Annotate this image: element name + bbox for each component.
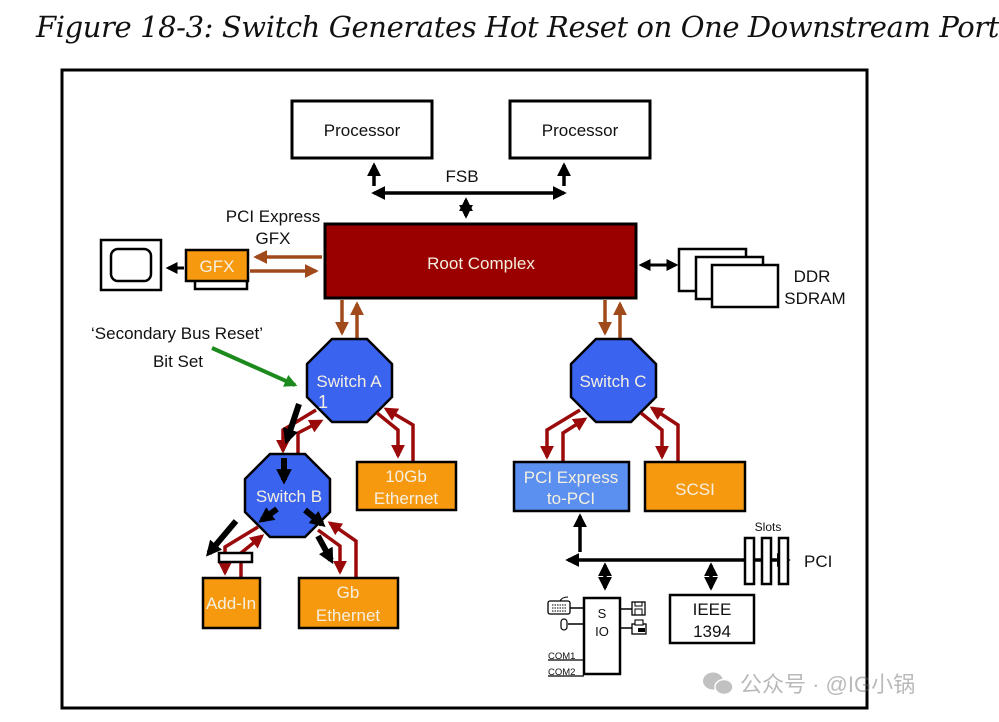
link-switch-a-to-switch-b: [276, 408, 317, 454]
hot-reset-arrow-to-add-in: [205, 519, 239, 557]
switch-a: Switch A 1: [305, 337, 394, 424]
scsi-controller: SCSI: [643, 460, 747, 513]
fsb-bus: FSB: [367, 162, 571, 219]
watermark-text: 公众号 · @IG小锅: [740, 672, 915, 697]
ieee-label-line2: 1394: [693, 622, 731, 641]
super-io: S IO: [582, 596, 622, 676]
ethernet-10gb: 10Gb Ethernet: [355, 460, 458, 512]
switch-c-label: Switch C: [579, 372, 646, 391]
hot-reset-arrow-a-to-b: [283, 403, 302, 445]
ddr-sdram: DDR: [638, 247, 831, 309]
gfx-card: GFX: [184, 248, 250, 291]
pcie-gfx-label-line2: GFX: [256, 229, 291, 248]
wechat-icon: [703, 672, 734, 696]
annotation-line2: Bit Set: [153, 352, 203, 371]
link-10gb-to-switch-a: [383, 407, 415, 462]
gb-ethernet-label-line1: Gb: [337, 583, 360, 602]
switch-a-port-marker: 1: [318, 392, 328, 412]
ddr-label-line2: SDRAM: [784, 289, 845, 308]
pcie-to-pci-label-line1: PCI Express: [524, 468, 618, 487]
add-in-slot-connector: [217, 551, 254, 564]
processor-right-label: Processor: [542, 121, 619, 140]
processor-left-label: Processor: [324, 121, 401, 140]
hot-reset-arrow-to-gb-ethernet: [315, 534, 334, 565]
link-switch-c-to-scsi: [639, 411, 669, 460]
scsi-label: SCSI: [675, 480, 715, 499]
fsb-label: FSB: [445, 167, 478, 186]
com2-label: COM2: [548, 667, 575, 678]
link-switch-b-to-add-in: [218, 525, 259, 576]
figure-caption: Figure 18-3: Switch Generates Hot Reset …: [36, 10, 999, 44]
hot-reset-arrow-b-port-right: [303, 507, 326, 527]
com1-label: COM1: [548, 651, 575, 662]
pcie-gfx-label-line1: PCI Express: [226, 207, 320, 226]
gfx-label: GFX: [200, 257, 235, 276]
sio-label-line2: IO: [595, 624, 609, 639]
mouse-icon: [560, 618, 568, 631]
gb-ethernet-label-line2: Ethernet: [316, 606, 381, 625]
monitor-icon: [99, 238, 163, 292]
link-switch-a-to-10gb: [375, 411, 405, 459]
hot-reset-arrow-b-port-left: [258, 506, 279, 523]
gb-ethernet: Gb Ethernet: [297, 576, 400, 630]
annotation-arrow: [211, 346, 298, 387]
root-complex-label: Root Complex: [427, 254, 535, 273]
watermark: 公众号 · @IG小锅: [703, 672, 915, 697]
keyboard-icon: [547, 596, 571, 615]
link-scsi-to-switch-c: [649, 406, 680, 463]
figure-frame: [60, 68, 869, 710]
slots-label: Slots: [755, 520, 782, 534]
switch-a-label: Switch A: [316, 372, 382, 391]
pcie-to-pci-bridge: PCI Express to-PCI: [512, 460, 631, 513]
link-switch-c-to-pci-bridge: [540, 408, 581, 460]
ieee-label-line1: IEEE: [693, 600, 732, 619]
pci-label: PCI: [804, 552, 832, 571]
printer-icon: [631, 619, 647, 635]
ddr-label-line1: DDR: [794, 267, 831, 286]
switch-b-label: Switch B: [256, 487, 322, 506]
ethernet-10gb-label-line2: Ethernet: [374, 489, 439, 508]
switch-b: Switch B: [243, 452, 332, 539]
floppy-icon: [631, 601, 646, 616]
root-complex: Root Complex: [323, 222, 638, 300]
link-gb-ethernet-to-switch-b: [327, 521, 358, 578]
sio-label-line1: S: [598, 606, 607, 621]
add-in-label: Add-In: [206, 594, 256, 613]
pcie-to-pci-label-line2: to-PCI: [547, 489, 595, 508]
add-in-card: Add-In: [201, 576, 262, 630]
link-switch-b-to-gb-ethernet: [316, 528, 347, 575]
processor-right: Processor: [508, 99, 652, 160]
processor-left: Processor: [290, 99, 434, 160]
link-switch-b-to-switch-a: [296, 419, 324, 457]
ethernet-10gb-label-line1: 10Gb: [385, 467, 427, 486]
link-pci-bridge-to-switch-c: [561, 417, 588, 463]
ieee-1394-controller: IEEE 1394: [668, 593, 756, 645]
annotation-line1: ‘Secondary Bus Reset’: [91, 324, 263, 343]
pci-slots: Slots: [743, 520, 790, 586]
switch-c: Switch C: [569, 337, 658, 424]
